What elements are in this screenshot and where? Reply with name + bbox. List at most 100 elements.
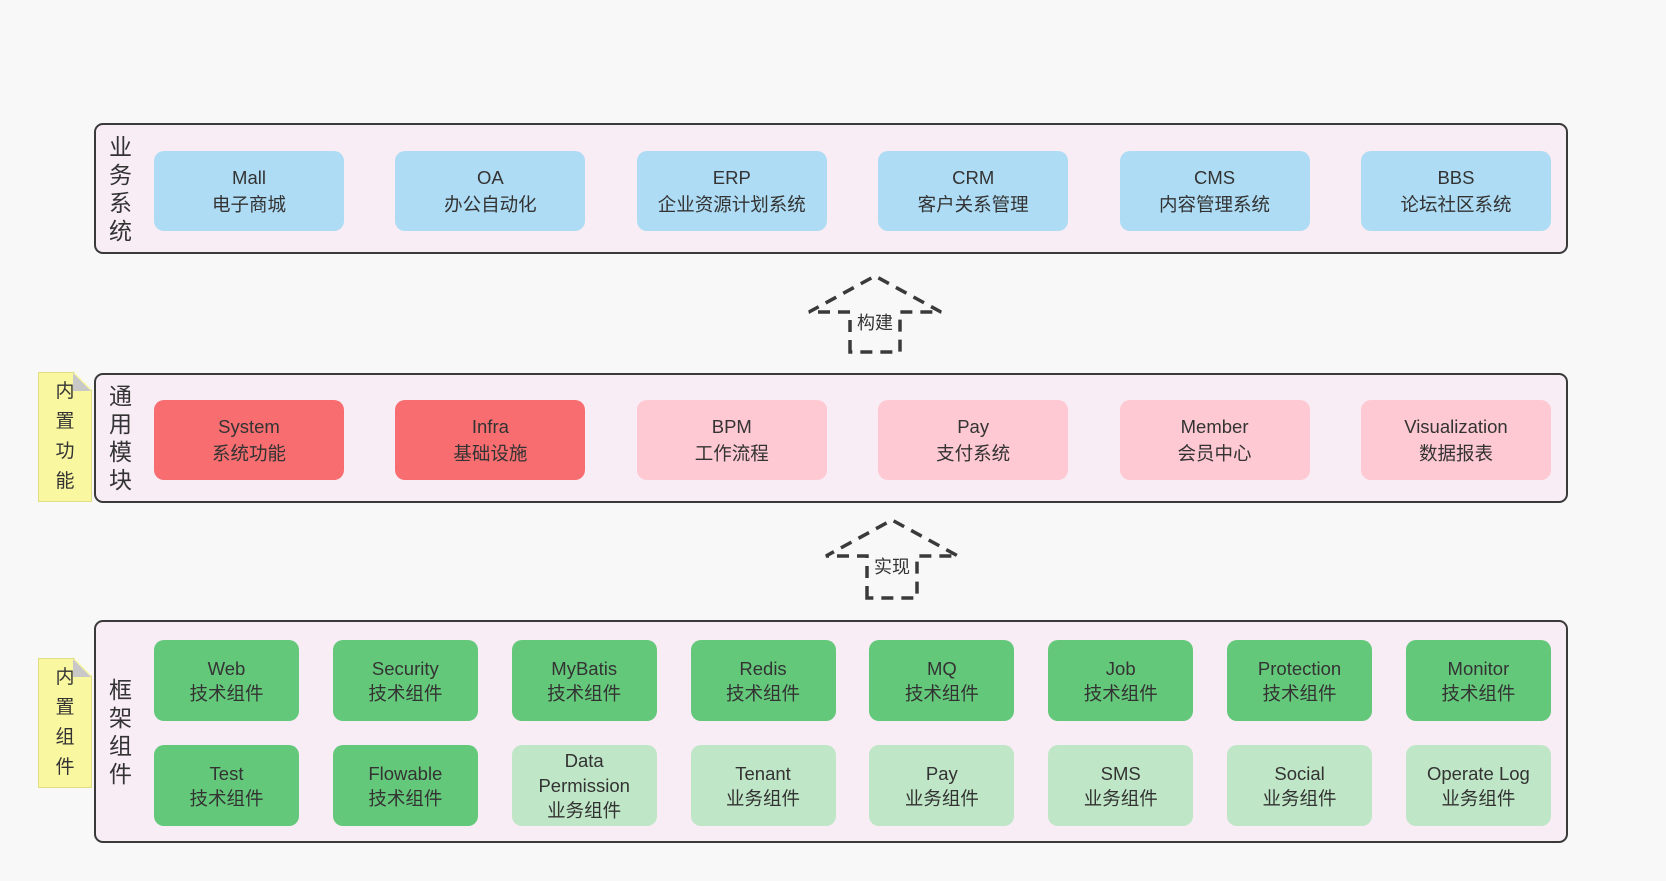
box-title: OA	[477, 167, 504, 188]
box-test: Test 技术组件	[154, 745, 299, 826]
box-title: Web	[207, 657, 246, 679]
box-subtitle: 业务组件	[547, 800, 622, 821]
box-title: Visualization	[1404, 416, 1508, 437]
box-operate-log: Operate Log 业务组件	[1405, 745, 1551, 826]
layer-framework-components: 框架组件 Web 技术组件 Security 技术组件 MyBatis 技术组件…	[94, 620, 1568, 843]
box-subtitle: 论坛社区系统	[1400, 194, 1512, 215]
box-title: Monitor	[1447, 657, 1510, 679]
layer-business-systems: 业务系统 Mall 电子商城 OA 办公自动化 ERP 企业资源计划系统 CRM…	[94, 123, 1568, 254]
dashed-up-arrow-icon	[825, 518, 959, 600]
box-subtitle: 技术组件	[1083, 682, 1158, 704]
box-title: Job	[1105, 657, 1136, 679]
box-mall: Mall 电子商城	[154, 151, 344, 231]
box-subtitle: 数据报表	[1418, 443, 1493, 464]
box-title: Infra	[471, 416, 509, 437]
box-social: Social 业务组件	[1227, 745, 1373, 826]
box-pay-system: Pay 支付系统	[878, 400, 1069, 480]
box-subtitle: 电子商城	[211, 194, 286, 215]
box-subtitle: 基础设施	[453, 443, 528, 464]
box-system: System 系统功能	[154, 400, 344, 480]
layer-label-modules: 通用模块	[109, 382, 132, 494]
tag-built-in-components: 内置组件	[38, 658, 92, 788]
dashed-up-arrow-icon	[808, 274, 942, 354]
box-bbs: BBS 论坛社区系统	[1360, 151, 1551, 231]
box-bpm: BPM 工作流程	[636, 400, 827, 480]
arrow-implement-label: 实现	[871, 552, 913, 580]
box-subtitle: 技术组件	[726, 682, 801, 704]
box-title: BBS	[1437, 167, 1475, 188]
arrow-implement: 实现	[824, 518, 960, 600]
tag-text: 内置功能	[55, 381, 75, 492]
box-title: Operate Log	[1426, 762, 1530, 784]
box-title: ERP	[712, 167, 751, 188]
box-redis: Redis 技术组件	[690, 640, 836, 721]
box-cms: CMS 内容管理系统	[1119, 151, 1310, 231]
box-subtitle: 支付系统	[936, 443, 1011, 464]
arrow-build: 构建	[807, 274, 943, 354]
box-security: Security 技术组件	[332, 640, 478, 721]
box-subtitle: 办公自动化	[444, 194, 537, 215]
box-subtitle: 技术组件	[1262, 682, 1337, 704]
box-web: Web 技术组件	[154, 640, 299, 721]
box-subtitle: 技术组件	[1441, 682, 1516, 704]
box-subtitle: 技术组件	[368, 682, 443, 704]
layer-common-modules: 通用模块 System 系统功能 Infra 基础设施 BPM 工作流程 Pay…	[94, 373, 1568, 503]
box-title: Test	[209, 762, 244, 784]
box-monitor: Monitor 技术组件	[1405, 640, 1551, 721]
box-erp: ERP 企业资源计划系统	[636, 151, 827, 231]
box-subtitle: 内容管理系统	[1159, 194, 1271, 215]
box-subtitle: 工作流程	[694, 443, 769, 464]
box-member: Member 会员中心	[1119, 400, 1310, 480]
box-subtitle: 业务组件	[1262, 787, 1337, 809]
box-subtitle: 业务组件	[726, 787, 801, 809]
box-title: Mall	[232, 167, 266, 188]
box-title: MyBatis	[551, 657, 618, 679]
components-box-row-1: Web 技术组件 Security 技术组件 MyBatis 技术组件 Redi…	[154, 640, 1551, 721]
box-subtitle: 技术组件	[189, 682, 264, 704]
box-flowable: Flowable 技术组件	[332, 745, 478, 826]
box-protection: Protection 技术组件	[1227, 640, 1373, 721]
box-visualization: Visualization 数据报表	[1360, 400, 1551, 480]
box-title: Pay	[957, 416, 990, 437]
box-title: BPM	[711, 416, 752, 437]
box-mq: MQ 技术组件	[869, 640, 1015, 721]
box-title: Redis	[739, 657, 787, 679]
box-subtitle: 技术组件	[368, 787, 443, 809]
modules-box-row: System 系统功能 Infra 基础设施 BPM 工作流程 Pay 支付系统…	[154, 400, 1551, 480]
box-title: Tenant	[735, 762, 791, 784]
folded-corner-icon	[73, 659, 91, 677]
tag-built-in-features: 内置功能	[38, 372, 92, 502]
box-crm: CRM 客户关系管理	[878, 151, 1069, 231]
box-subtitle: 业务组件	[1441, 787, 1516, 809]
box-oa: OA 办公自动化	[395, 151, 586, 231]
box-pay-component: Pay 业务组件	[869, 745, 1015, 826]
box-subtitle: 业务组件	[1083, 787, 1158, 809]
layer-label-components: 框架组件	[109, 676, 132, 787]
box-title: Pay	[925, 762, 958, 784]
box-title: CMS	[1194, 167, 1236, 188]
box-subtitle: 业务组件	[904, 787, 979, 809]
box-title: Protection	[1257, 657, 1342, 679]
box-title: MQ	[926, 657, 957, 679]
box-tenant: Tenant 业务组件	[690, 745, 836, 826]
box-job: Job 技术组件	[1048, 640, 1194, 721]
box-title: SMS	[1100, 762, 1141, 784]
box-data-permission: Data Permission 业务组件	[511, 745, 657, 826]
box-subtitle: 会员中心	[1177, 443, 1252, 464]
box-mybatis: MyBatis 技术组件	[511, 640, 657, 721]
business-box-row: Mall 电子商城 OA 办公自动化 ERP 企业资源计划系统 CRM 客户关系…	[154, 151, 1551, 231]
box-subtitle: 客户关系管理	[917, 194, 1029, 215]
box-title: System	[218, 416, 280, 437]
box-title: Social	[1274, 762, 1325, 784]
box-title: Member	[1180, 416, 1249, 437]
box-subtitle: 技术组件	[547, 682, 622, 704]
layer-label-business: 业务系统	[109, 133, 132, 244]
box-subtitle: 系统功能	[211, 443, 286, 464]
box-subtitle: 企业资源计划系统	[657, 194, 806, 215]
box-subtitle: 技术组件	[904, 682, 979, 704]
box-sms: SMS 业务组件	[1048, 745, 1194, 826]
box-infra: Infra 基础设施	[395, 400, 586, 480]
box-title: CRM	[952, 167, 995, 188]
components-box-row-2: Test 技术组件 Flowable 技术组件 Data Permission …	[154, 745, 1551, 826]
box-subtitle: 技术组件	[189, 787, 264, 809]
